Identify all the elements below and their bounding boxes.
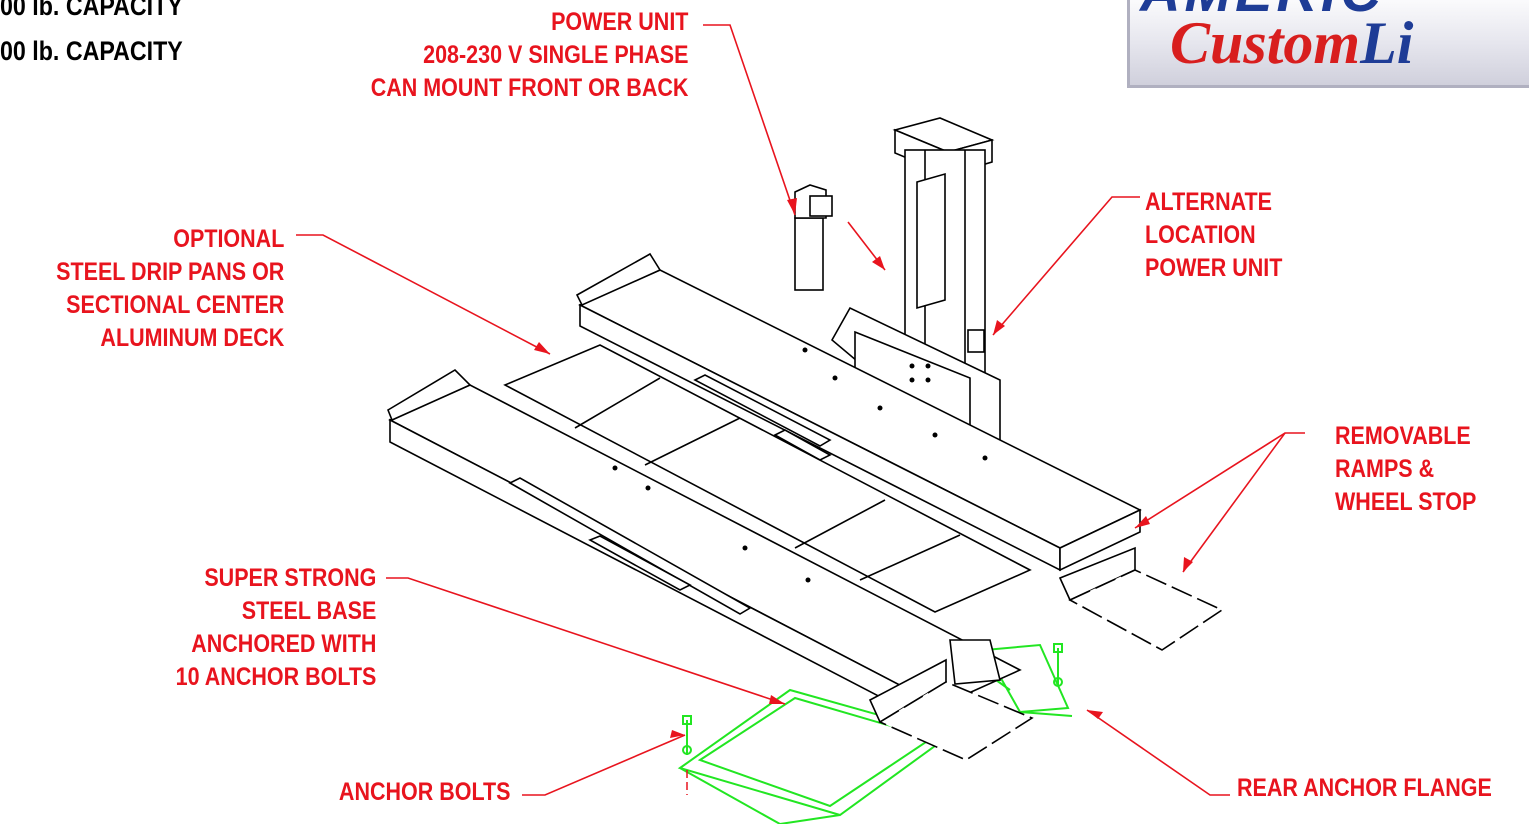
callout-line: WHEEL STOP [1335, 488, 1477, 516]
callout-line: ALTERNATE [1145, 188, 1272, 216]
lift-platform [387, 117, 1142, 730]
logo-bottom-text: CustomLi [1170, 9, 1413, 78]
callout-alternate-location: ALTERNATE LOCATION POWER UNIT [1145, 186, 1282, 285]
callout-line: POWER UNIT [550, 8, 688, 36]
callout-line: POWER UNIT [1145, 254, 1283, 282]
capacity-label-2: 00 lb. CAPACITY [0, 36, 183, 66]
callout-anchor-bolts: ANCHOR BOLTS [339, 776, 511, 809]
leader-lines [296, 24, 1305, 796]
callout-line: 208-230 V SINGLE PHASE [422, 41, 688, 69]
callout-removable-ramps: REMOVABLE RAMPS & WHEEL STOP [1335, 420, 1476, 519]
anchor-bolt-left [682, 715, 692, 755]
callout-line: STEEL BASE [241, 597, 376, 625]
callout-line: LOCATION [1145, 221, 1256, 249]
anchor-bolt-right [1053, 643, 1063, 687]
callout-steel-base: SUPER STRONG STEEL BASE ANCHORED WITH 10… [175, 562, 376, 694]
leader-arrowheads [534, 198, 1193, 738]
callout-line: RAMPS & [1335, 455, 1435, 483]
bolt-holes [612, 347, 988, 583]
removable-ramps [868, 546, 1224, 761]
capacity-label-1: 00 lb. CAPACITY [0, 0, 183, 21]
callout-line: SECTIONAL CENTER [65, 291, 285, 319]
callout-line: ALUMINUM DECK [100, 324, 284, 352]
logo-custom-text: Custom [1170, 10, 1361, 76]
callout-line: REAR ANCHOR FLANGE [1237, 774, 1492, 802]
callout-power-unit: POWER UNIT 208-230 V SINGLE PHASE CAN MO… [370, 6, 688, 105]
callout-line: STEEL DRIP PANS OR [55, 258, 284, 286]
callout-optional-deck: OPTIONAL STEEL DRIP PANS OR SECTIONAL CE… [56, 223, 284, 355]
callout-line: SUPER STRONG [203, 564, 376, 592]
callout-line: CAN MOUNT FRONT OR BACK [370, 74, 688, 102]
americ-custom-lifts-logo: AMERIC CustomLi [1127, 0, 1529, 88]
callout-line: ANCHOR BOLTS [339, 778, 511, 806]
logo-top-text: AMERIC [1140, 0, 1385, 24]
logo-li-text: Li [1360, 10, 1414, 76]
callout-rear-anchor-flange: REAR ANCHOR FLANGE [1237, 772, 1492, 805]
callout-line: 10 ANCHOR BOLTS [175, 663, 376, 691]
callout-line: REMOVABLE [1335, 422, 1471, 450]
callout-line: ANCHORED WITH [190, 630, 376, 658]
callout-line: OPTIONAL [172, 225, 284, 253]
